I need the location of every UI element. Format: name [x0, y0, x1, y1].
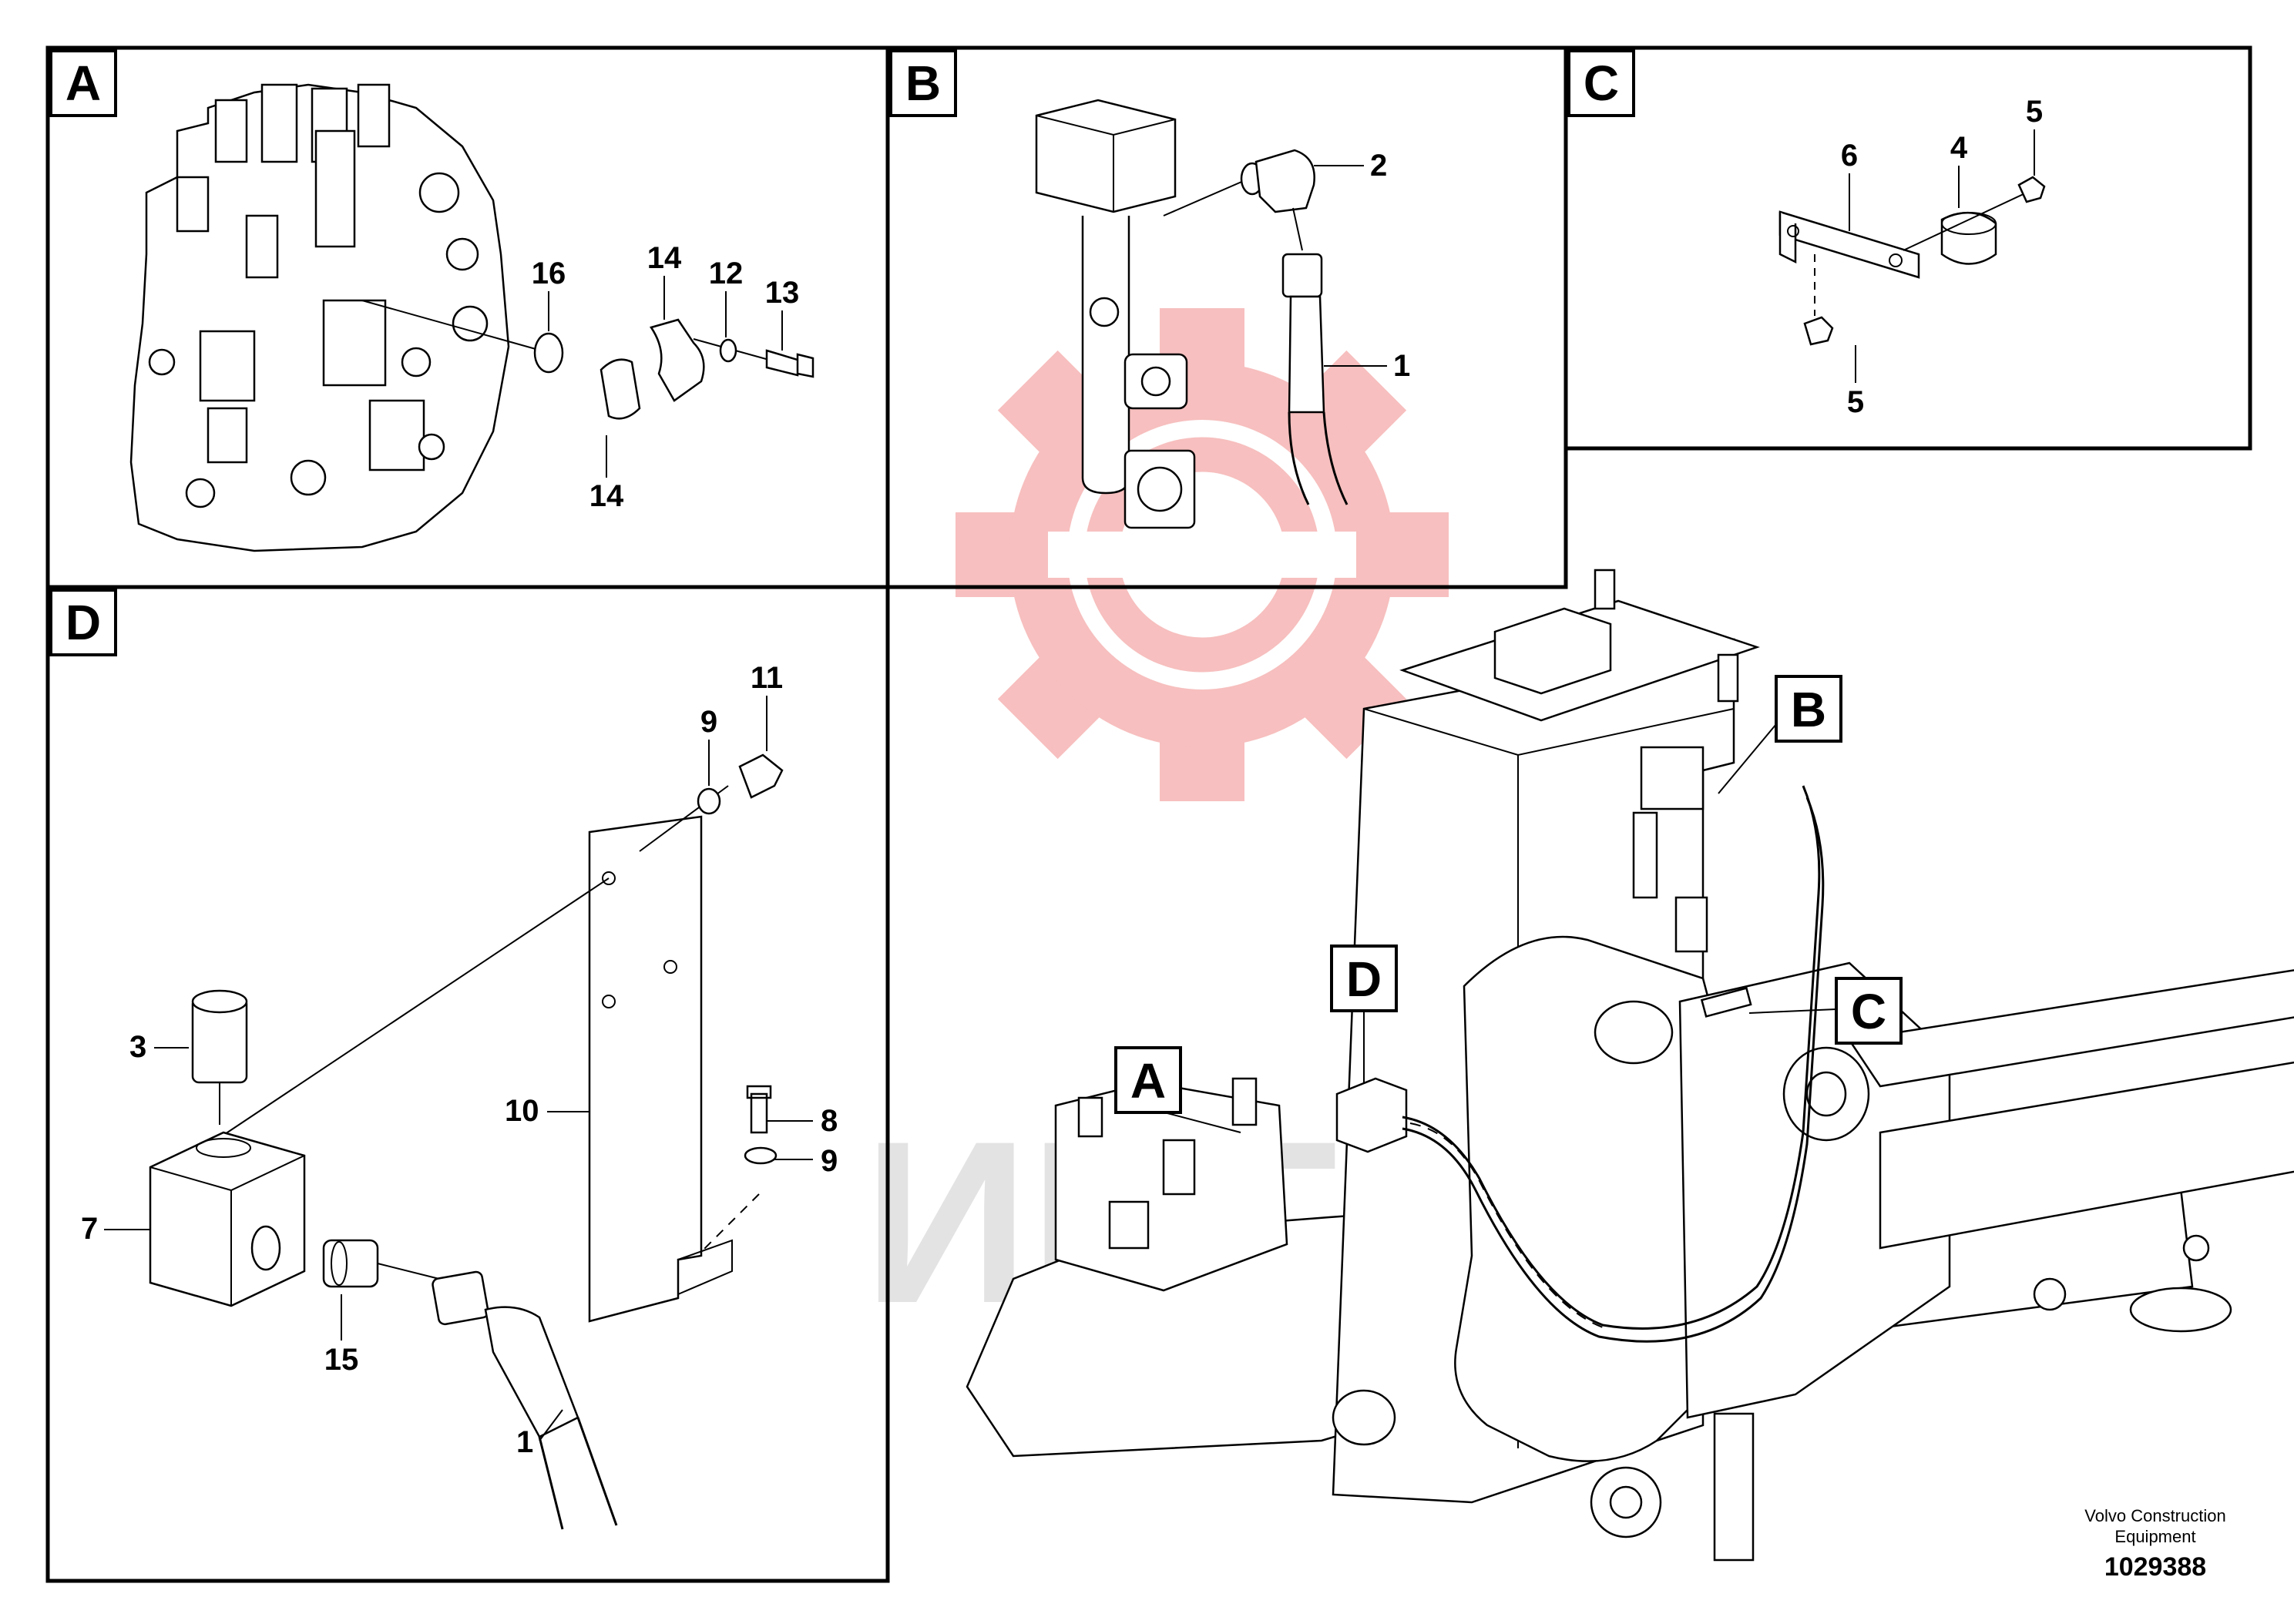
callout-c: C [1748, 977, 1903, 1045]
flange-half-14-upper [650, 318, 705, 402]
flange-half-14-lower [600, 358, 641, 420]
callout-b-letter: B [1791, 682, 1826, 737]
callout-d: D [1330, 945, 1398, 1082]
hose-routing [1402, 785, 1825, 1343]
washer-12 [719, 338, 737, 363]
label-11: 11 [751, 661, 783, 695]
hose-1-panel-d [432, 1270, 618, 1530]
callout-c-letter: C [1851, 984, 1886, 1039]
footer-company-line1: Volvo Construction [2084, 1506, 2225, 1525]
label-16: 16 [532, 257, 566, 290]
panel-b-letter-box: B [889, 49, 957, 117]
washer-9-top [697, 787, 721, 815]
panel-a-letter: A [65, 55, 101, 111]
label-14-bottom: 14 [589, 479, 624, 513]
callout-d-letter: D [1346, 951, 1382, 1007]
label-5-bottom: 5 [1847, 385, 1864, 419]
callout-b: B [1718, 675, 1842, 794]
panel-b-letter: B [905, 55, 941, 111]
label-7: 7 [81, 1212, 98, 1246]
control-valve-drawing [129, 83, 510, 552]
screw-11 [738, 753, 784, 799]
machine-frame-drawing [966, 569, 2294, 1562]
hose-1-panel-b [1281, 253, 1349, 505]
callout-a: A [1114, 1046, 1241, 1133]
label-1-panel-d: 1 [516, 1425, 533, 1459]
o-ring-16 [533, 332, 564, 374]
drawing-number: 1029388 [2104, 1552, 2206, 1582]
screw-8 [746, 1085, 772, 1134]
callout-a-letter: A [1130, 1053, 1166, 1109]
drawing-footer: Volvo Construction Equipment 1029388 [2084, 1506, 2225, 1582]
label-13: 13 [765, 276, 800, 310]
label-12: 12 [709, 257, 744, 290]
panel-c-letter: C [1584, 55, 1619, 111]
panel-c-frame [1563, 45, 2252, 451]
bracket-10 [588, 815, 733, 1323]
washer-9-bottom [744, 1146, 778, 1165]
block-7 [149, 1131, 306, 1307]
label-8: 8 [821, 1104, 838, 1138]
panel-a-letter-box: A [49, 49, 117, 117]
panel-d-frame [45, 585, 890, 1583]
label-6: 6 [1841, 139, 1858, 173]
panel-c-letter-box: C [1567, 49, 1635, 117]
sensor-3 [191, 989, 248, 1125]
label-1-panel-b: 1 [1393, 349, 1410, 383]
elbow-fitting-2 [1240, 149, 1315, 213]
label-14-top: 14 [647, 241, 682, 275]
panel-d-letter: D [65, 595, 101, 650]
panel-d-letter-box: D [49, 589, 117, 656]
adapter-15 [322, 1239, 440, 1288]
footer-company-line2: Equipment [2114, 1527, 2195, 1546]
label-5-top: 5 [2026, 95, 2043, 129]
bolt-5-bottom [1803, 316, 1834, 346]
label-10: 10 [505, 1094, 539, 1128]
bolt-5-top [2017, 176, 2046, 203]
label-4: 4 [1950, 131, 1968, 165]
pipe-assembly-drawing [1035, 99, 1196, 529]
label-3: 3 [129, 1030, 146, 1064]
bracket-6 [1778, 210, 1920, 279]
label-9-top: 9 [700, 705, 717, 739]
label-2: 2 [1370, 149, 1387, 183]
screw-13 [765, 349, 814, 378]
label-15: 15 [324, 1343, 359, 1377]
label-9-bottom: 9 [821, 1144, 838, 1178]
